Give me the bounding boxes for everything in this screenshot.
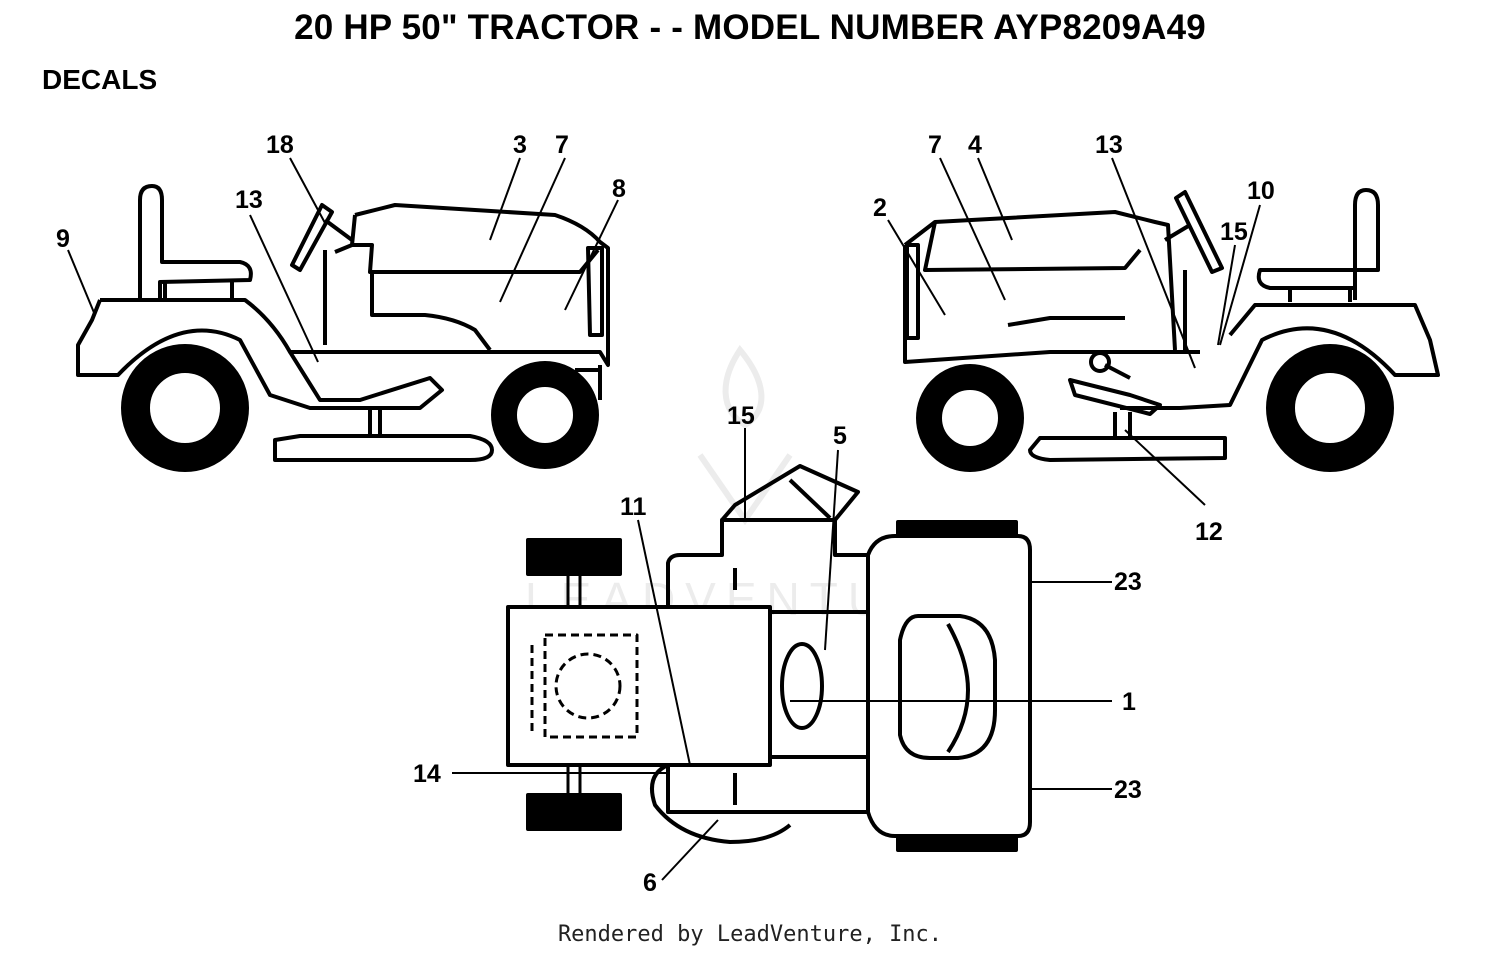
right-view-leader-lines <box>887 157 1261 506</box>
callout-top-1: 1 <box>1122 688 1136 716</box>
callout-left-18: 18 <box>266 131 294 159</box>
tractor-left-side-view <box>76 184 610 472</box>
callout-top-5: 5 <box>833 422 847 450</box>
callout-right-10: 10 <box>1247 177 1275 205</box>
callout-right-12: 12 <box>1195 518 1223 546</box>
callout-left-3: 3 <box>513 131 527 159</box>
callout-labels: 18 3 7 8 13 9 7 4 13 2 10 15 12 15 5 11 … <box>56 131 1275 897</box>
callout-top-11: 11 <box>620 493 647 521</box>
callout-left-8: 8 <box>612 175 626 203</box>
tractor-top-view <box>506 464 1032 852</box>
callout-top-23-upper: 23 <box>1114 568 1142 596</box>
callout-top-23-lower: 23 <box>1114 776 1142 804</box>
section-heading: DECALS <box>42 64 158 95</box>
callout-right-2: 2 <box>873 194 887 222</box>
callout-top-14: 14 <box>413 760 441 788</box>
callout-top-6: 6 <box>643 869 657 897</box>
callout-right-15: 15 <box>1220 218 1248 246</box>
page-title: 20 HP 50" TRACTOR - - MODEL NUMBER AYP82… <box>294 8 1206 47</box>
footer-credit: Rendered by LeadVenture, Inc. <box>557 922 943 947</box>
callout-left-9: 9 <box>56 225 70 253</box>
callout-top-15: 15 <box>727 402 755 430</box>
left-view-leader-lines <box>67 157 619 363</box>
callout-left-13: 13 <box>235 186 263 214</box>
tractor-right-side-view <box>903 188 1440 472</box>
top-view-leader-lines <box>452 428 1112 881</box>
callout-right-7: 7 <box>928 131 942 159</box>
callout-right-4: 4 <box>968 131 982 159</box>
callout-right-13: 13 <box>1095 131 1123 159</box>
callout-left-7: 7 <box>555 131 569 159</box>
